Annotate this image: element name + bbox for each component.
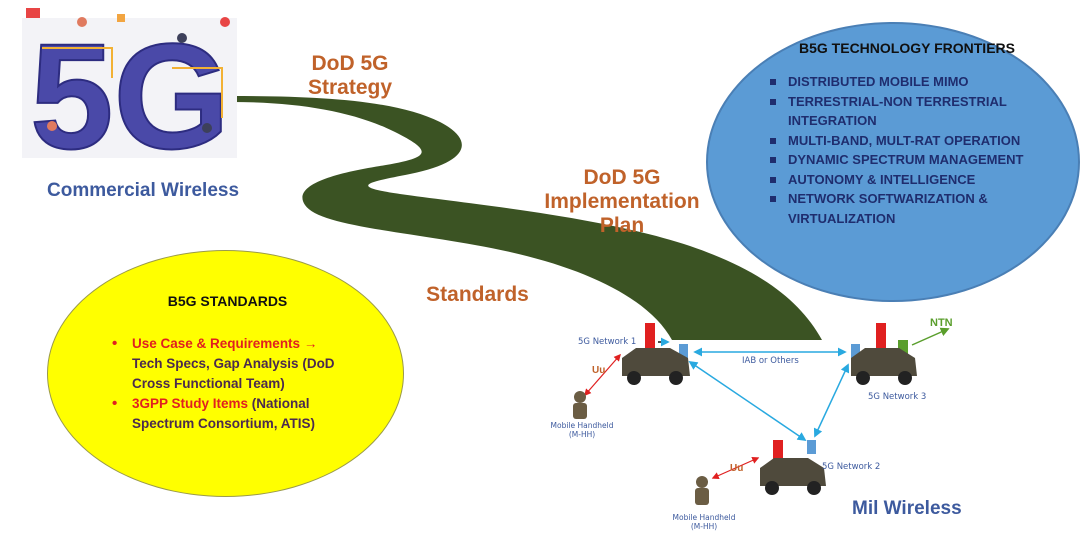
link-3-2 (813, 363, 850, 438)
ntn-link (911, 327, 950, 346)
frontier-item: AUTONOMY & INTELLIGENCE (768, 170, 1036, 190)
soldier-2-icon (695, 476, 709, 505)
network-2-label: 5G Network 2 (822, 462, 881, 472)
vehicle-3-icon (851, 323, 917, 385)
standards-item-text: (National Spectrum Consortium, ATIS) (132, 396, 316, 431)
frontiers-list: DISTRIBUTED MOBILE MIMO TERRESTRIAL-NON … (768, 72, 1036, 228)
frontier-item: MULTI-BAND, MULT-RAT OPERATION (768, 131, 1036, 151)
person-icon (47, 121, 57, 131)
person-icon (177, 33, 187, 43)
standards-item-highlight: 3GPP Study Items (132, 396, 249, 411)
handheld-label-1: Mobile Handheld (M-HH) (550, 421, 614, 439)
mil-wireless-label: Mil Wireless (852, 498, 962, 519)
commercial-wireless-label: Commercial Wireless (47, 180, 240, 201)
uu-link-1 (584, 353, 621, 397)
frontiers-title: B5G TECHNOLOGY FRONTIERS (799, 40, 1015, 56)
frontier-item: DISTRIBUTED MOBILE MIMO (768, 72, 1036, 92)
person-icon (77, 17, 87, 27)
network-1-label: 5G Network 1 (578, 337, 637, 347)
handheld-label-2: Mobile Handheld (M-HH) (672, 513, 736, 531)
uu-link-2 (711, 457, 760, 479)
standards-item: Use Case & Requirements → Tech Specs, Ga… (110, 334, 350, 394)
stage-standards-label: Standards (426, 283, 529, 306)
iab-label: IAB or Others (742, 356, 799, 366)
soldier-1-icon (573, 391, 587, 419)
ntn-label: NTN (930, 317, 953, 329)
frontier-item: DYNAMIC SPECTRUM MANAGEMENT (768, 150, 1036, 170)
standards-item-highlight: Use Case & Requirements → (132, 336, 318, 351)
stage-implementation-label: DoD 5G Implementation Plan (544, 166, 700, 238)
location-pin-icon (220, 17, 230, 27)
vehicle-1-icon (622, 323, 690, 385)
link-1-2 (688, 360, 807, 442)
standards-item-text: Tech Specs, Gap Analysis (DoD Cross Func… (132, 356, 335, 391)
standards-title: B5G STANDARDS (167, 293, 288, 309)
uu-label-2: Uu (730, 463, 744, 474)
network-3-label: 5G Network 3 (868, 392, 927, 402)
stage-strategy-label: DoD 5G Strategy (307, 52, 393, 100)
frontier-item: TERRESTRIAL-NON TERRESTRIAL INTEGRATION (768, 92, 1036, 131)
standards-list: Use Case & Requirements → Tech Specs, Ga… (110, 334, 350, 434)
person-icon (202, 123, 212, 133)
vehicle-2-icon (760, 440, 826, 495)
standards-item: 3GPP Study Items (National Spectrum Cons… (110, 394, 350, 434)
frontier-item: NETWORK SOFTWARIZATION & VIRTUALIZATION (768, 189, 1036, 228)
frontiers-ellipse (706, 22, 1080, 302)
play-icon (26, 8, 40, 18)
gear-icon (117, 14, 125, 22)
5g-logo-text: 5G (30, 12, 230, 163)
5g-logo-illustration: 5G (22, 8, 237, 163)
road (232, 96, 822, 340)
uu-label-1: Uu (592, 365, 606, 376)
